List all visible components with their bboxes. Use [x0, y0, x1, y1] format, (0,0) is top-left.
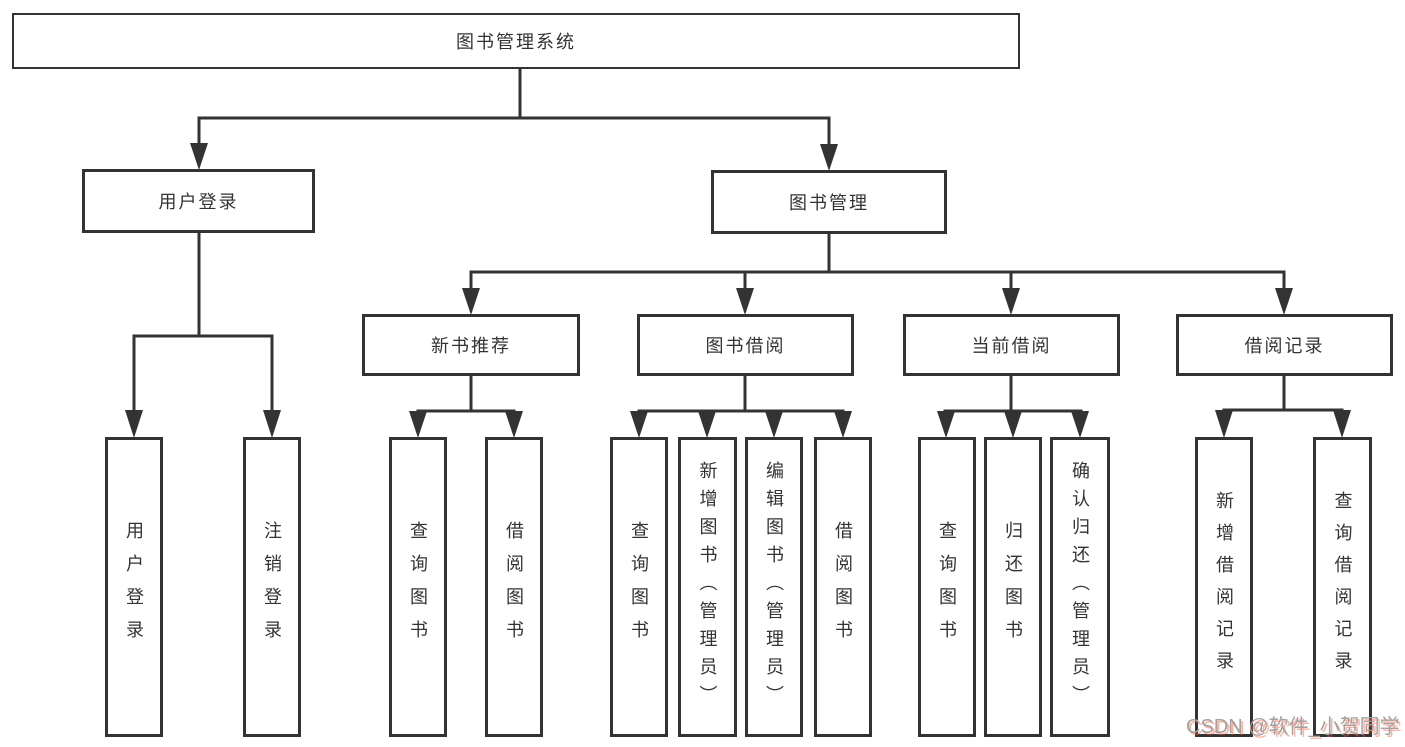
node-book-management-label: 图书管理	[789, 193, 869, 213]
leaf-query-books-current-label: 查询图书	[937, 521, 957, 653]
node-borrow-record: 借阅记录	[1176, 314, 1393, 376]
leaf-logout: 注销登录	[243, 437, 301, 737]
leaf-add-book-admin: 新增图书（管理员）	[678, 437, 737, 737]
leaf-user-login: 用户登录	[105, 437, 163, 737]
leaf-query-borrow-record-label: 查询借阅记录	[1332, 491, 1353, 683]
leaf-query-books-recommend: 查询图书	[389, 437, 447, 737]
csdn-watermark: CSDN @软件_小贺同学	[1186, 716, 1400, 738]
node-root-label: 图书管理系统	[456, 32, 576, 52]
node-current-borrow: 当前借阅	[903, 314, 1120, 376]
node-book-borrow: 图书借阅	[637, 314, 854, 376]
node-book-management: 图书管理	[711, 170, 947, 234]
leaf-confirm-return-admin-label: 确认归还（管理员）	[1070, 461, 1090, 713]
leaf-return-book: 归还图书	[984, 437, 1042, 737]
node-user-login: 用户登录	[82, 169, 315, 233]
leaf-query-books-current: 查询图书	[918, 437, 976, 737]
leaf-add-borrow-record-label: 新增借阅记录	[1214, 491, 1234, 683]
leaf-add-book-admin-label: 新增图书（管理员）	[697, 461, 718, 713]
leaf-borrow-books-recommend: 借阅图书	[485, 437, 543, 737]
node-new-book-recommend: 新书推荐	[362, 314, 580, 376]
node-current-borrow-label: 当前借阅	[971, 336, 1052, 356]
leaf-query-books-borrow-label: 查询图书	[629, 521, 649, 653]
leaf-logout-label: 注销登录	[262, 521, 282, 653]
leaf-return-book-label: 归还图书	[1003, 521, 1023, 653]
leaf-confirm-return-admin: 确认归还（管理员）	[1050, 437, 1110, 737]
leaf-query-books-recommend-label: 查询图书	[408, 521, 428, 653]
leaf-add-borrow-record: 新增借阅记录	[1195, 437, 1253, 737]
leaf-user-login-label: 用户登录	[124, 521, 144, 653]
node-user-login-label: 用户登录	[158, 192, 239, 212]
leaf-query-books-borrow: 查询图书	[610, 437, 668, 737]
leaf-edit-book-admin-label: 编辑图书（管理员）	[764, 461, 784, 713]
node-root-system: 图书管理系统	[12, 13, 1020, 69]
leaf-borrow-books-label: 借阅图书	[833, 521, 853, 653]
node-new-book-recommend-label: 新书推荐	[431, 336, 511, 356]
leaf-query-borrow-record: 查询借阅记录	[1313, 437, 1372, 737]
node-borrow-record-label: 借阅记录	[1244, 336, 1325, 356]
leaf-edit-book-admin: 编辑图书（管理员）	[745, 437, 803, 737]
leaf-borrow-books-recommend-label: 借阅图书	[504, 521, 524, 653]
node-book-borrow-label: 图书借阅	[705, 336, 786, 356]
leaf-borrow-books: 借阅图书	[814, 437, 872, 737]
